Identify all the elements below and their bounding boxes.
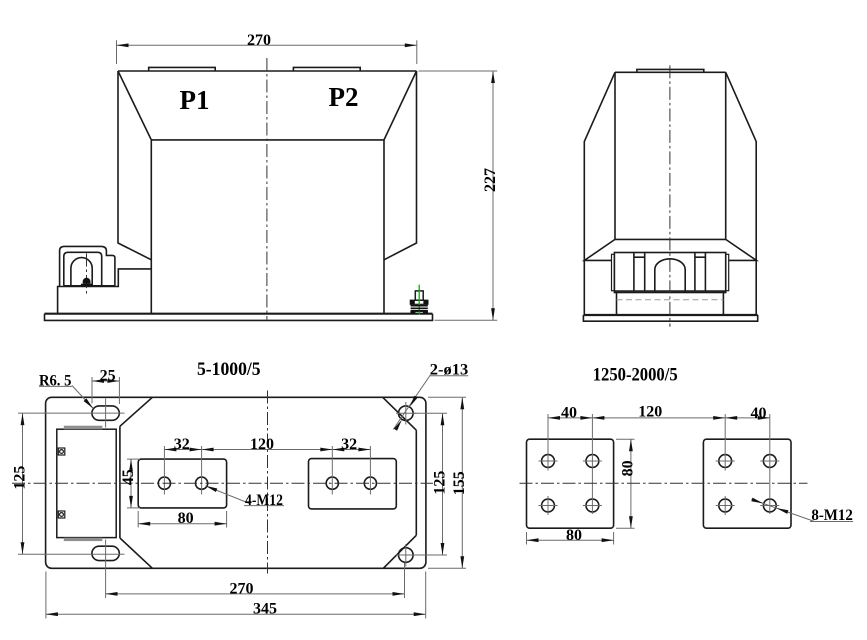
svg-text:40: 40 xyxy=(751,405,767,422)
svg-text:345: 345 xyxy=(253,601,277,618)
svg-text:40: 40 xyxy=(561,404,577,421)
svg-text:270: 270 xyxy=(247,32,271,49)
svg-text:270: 270 xyxy=(230,580,254,597)
svg-text:P1: P1 xyxy=(180,85,210,115)
svg-text:80: 80 xyxy=(620,460,637,476)
svg-text:227: 227 xyxy=(482,168,499,192)
svg-text:25: 25 xyxy=(100,368,116,385)
svg-text:1250-2000/5: 1250-2000/5 xyxy=(593,365,678,386)
svg-text:120: 120 xyxy=(250,436,274,453)
svg-text:5-1000/5: 5-1000/5 xyxy=(197,359,261,380)
svg-text:32: 32 xyxy=(341,436,357,453)
svg-text:R6. 5: R6. 5 xyxy=(39,372,72,389)
svg-text:P2: P2 xyxy=(329,82,359,112)
svg-text:4-M12: 4-M12 xyxy=(245,492,283,509)
svg-text:125: 125 xyxy=(11,466,28,490)
svg-text:80: 80 xyxy=(178,510,194,527)
svg-text:45: 45 xyxy=(120,469,137,485)
svg-text:155: 155 xyxy=(451,471,468,495)
svg-text:8-M12: 8-M12 xyxy=(811,507,853,524)
svg-text:32: 32 xyxy=(174,436,190,453)
svg-text:125: 125 xyxy=(431,471,448,495)
svg-text:120: 120 xyxy=(638,404,662,421)
svg-text:2-ø13: 2-ø13 xyxy=(430,362,469,379)
svg-text:80: 80 xyxy=(566,527,582,544)
